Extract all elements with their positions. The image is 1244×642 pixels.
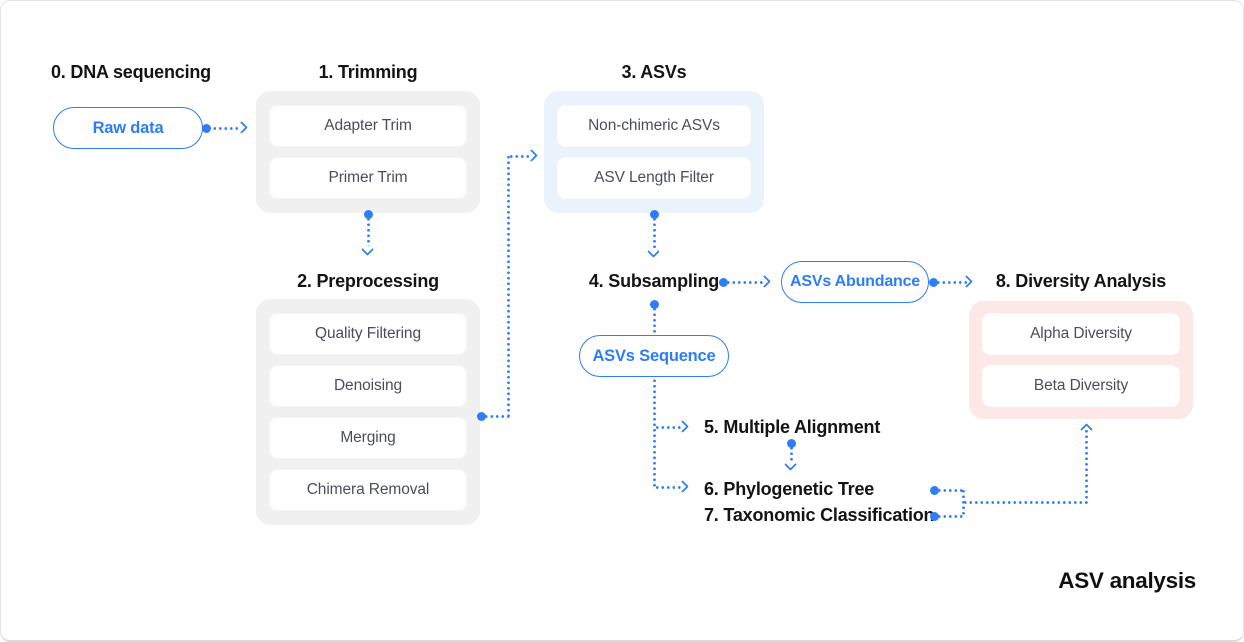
- dotted-line: [507, 156, 510, 416]
- connector-dot: [202, 124, 211, 133]
- heading-asvs: 3. ASVs: [621, 62, 687, 82]
- connector-dot: [787, 439, 796, 448]
- arrow-down-icon: [647, 245, 660, 258]
- card-chimera-removal: Chimera Removal: [269, 469, 467, 511]
- dotted-line: [964, 501, 1088, 504]
- arrow-down-icon: [361, 243, 374, 256]
- dotted-line: [510, 155, 532, 158]
- dotted-line: [937, 281, 967, 284]
- heading-subsampling: 4. Subsampling: [588, 271, 720, 291]
- dotted-line: [653, 218, 656, 250]
- dotted-line: [208, 127, 240, 130]
- diversity-box: Alpha Diversity Beta Diversity: [969, 301, 1193, 419]
- dotted-line: [1085, 430, 1088, 503]
- dotted-line: [656, 426, 682, 429]
- connector-dot: [477, 412, 486, 421]
- heading-multiple-alignment: 5. Multiple Alignment: [704, 417, 881, 437]
- dotted-line: [656, 486, 682, 489]
- dotted-line: [790, 447, 793, 463]
- trimming-box: Adapter Trim Primer Trim: [256, 91, 480, 213]
- dotted-line: [367, 218, 370, 246]
- dotted-line: [727, 281, 763, 284]
- card-asv-length-filter: ASV Length Filter: [557, 157, 751, 199]
- connector-dot: [364, 210, 373, 219]
- dotted-line: [938, 515, 965, 518]
- card-non-chimeric-asvs: Non-chimeric ASVs: [557, 105, 751, 147]
- asvs-box: Non-chimeric ASVs ASV Length Filter: [544, 91, 764, 213]
- arrow-right-icon: [525, 149, 538, 162]
- heading-taxonomic-classification: 7. Taxonomic Classification: [704, 505, 935, 525]
- node-asvs-abundance: ASVs Abundance: [781, 261, 929, 303]
- heading-trimming: 1. Trimming: [318, 62, 418, 82]
- connector-dot: [929, 278, 938, 287]
- card-quality-filtering: Quality Filtering: [269, 313, 467, 355]
- card-merging: Merging: [269, 417, 467, 459]
- connector-dot: [930, 486, 939, 495]
- card-primer-trim: Primer Trim: [269, 157, 467, 199]
- dotted-line: [962, 490, 965, 517]
- preprocessing-box: Quality Filtering Denoising Merging Chim…: [256, 299, 480, 525]
- arrow-right-icon: [676, 420, 689, 433]
- card-adapter-trim: Adapter Trim: [269, 105, 467, 147]
- connector-dot: [650, 210, 659, 219]
- heading-phylogenetic-tree: 6. Phylogenetic Tree: [704, 479, 875, 499]
- arrow-down-icon: [784, 458, 797, 471]
- node-asvs-sequence: ASVs Sequence: [579, 335, 729, 377]
- arrow-up-icon: [1080, 423, 1093, 436]
- connector-dot: [650, 300, 659, 309]
- card-denoising: Denoising: [269, 365, 467, 407]
- heading-dna-sequencing: 0. DNA sequencing: [51, 62, 211, 82]
- card-alpha-diversity: Alpha Diversity: [982, 313, 1180, 355]
- node-raw-data: Raw data: [53, 107, 203, 149]
- dotted-line: [938, 489, 965, 492]
- page-title: ASV analysis: [1058, 568, 1196, 593]
- connector-dot: [930, 512, 939, 521]
- connector-dot: [719, 278, 728, 287]
- heading-preprocessing: 2. Preprocessing: [297, 271, 439, 291]
- arrow-right-icon: [676, 480, 689, 493]
- card-beta-diversity: Beta Diversity: [982, 365, 1180, 407]
- arrow-right-icon: [235, 121, 248, 134]
- heading-diversity-analysis: 8. Diversity Analysis: [995, 271, 1167, 291]
- dotted-line: [653, 308, 656, 488]
- dotted-line: [485, 415, 510, 418]
